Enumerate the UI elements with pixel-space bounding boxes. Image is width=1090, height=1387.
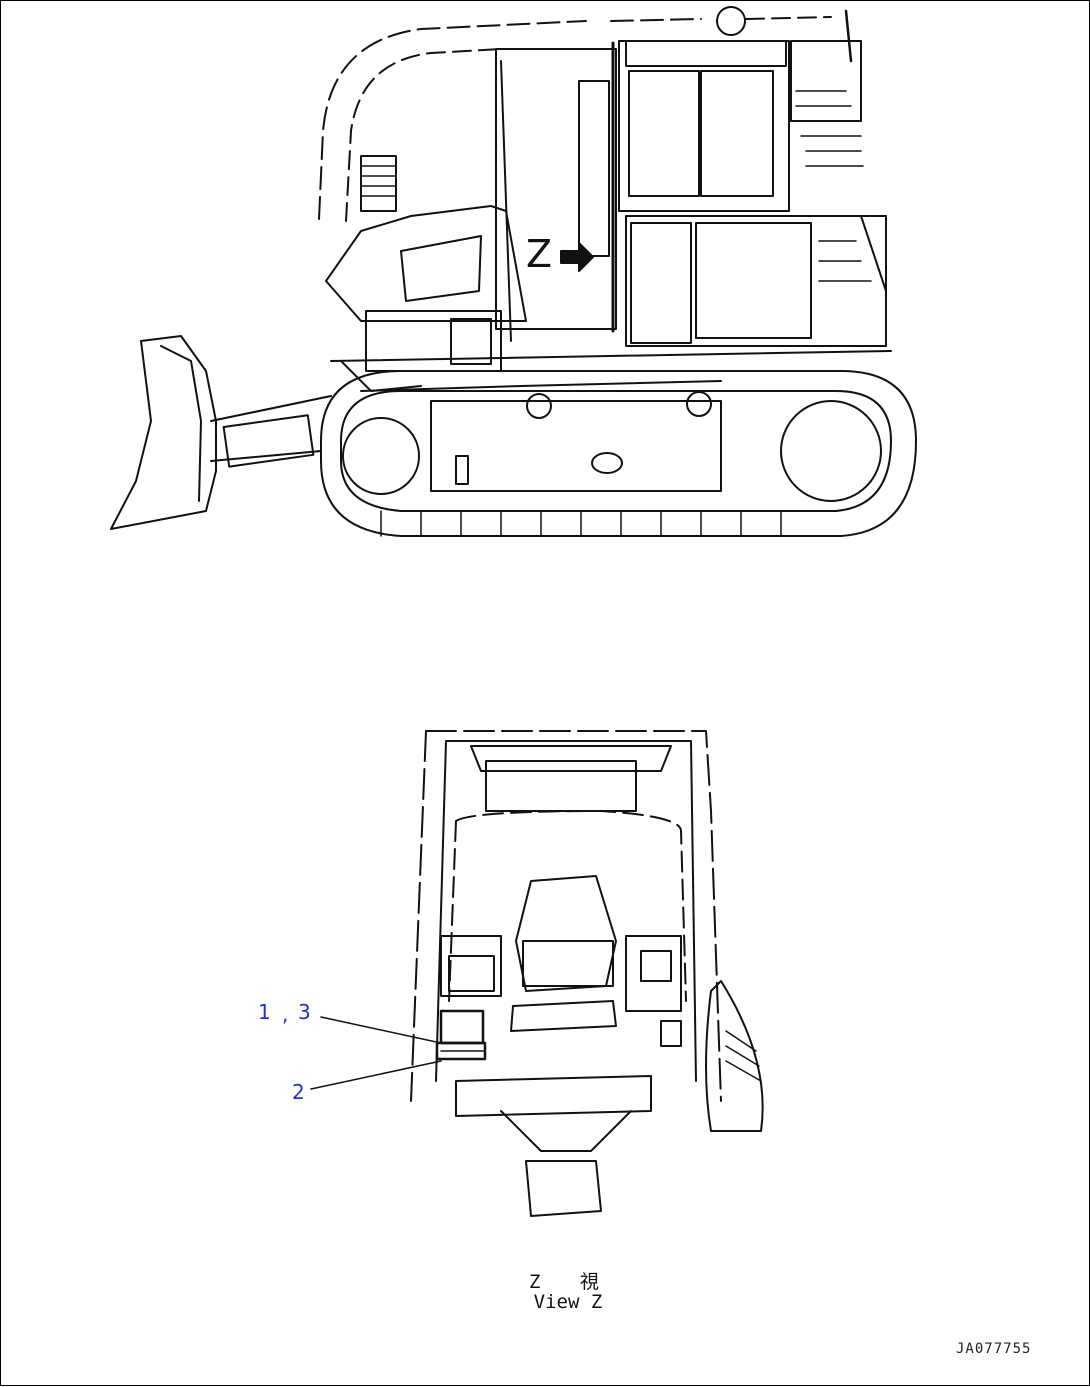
main-frame-rail xyxy=(330,350,892,362)
callout-separator: , xyxy=(282,1002,289,1026)
track-frame-hole xyxy=(591,452,623,474)
roof-unit xyxy=(625,40,787,67)
left-console xyxy=(440,935,502,997)
cab-outer-frame-left xyxy=(410,730,427,1102)
front-fender xyxy=(705,980,764,1132)
side-panel-right xyxy=(695,222,812,339)
lift-cylinder xyxy=(222,414,315,468)
side-panel-left xyxy=(630,222,692,344)
right-fuse xyxy=(660,1020,682,1047)
blade xyxy=(110,335,217,530)
callout-number-1: 1 xyxy=(258,1000,271,1024)
carrier-roller-1 xyxy=(526,393,552,419)
target-part-upper xyxy=(439,1009,485,1045)
view-z-marker: Z xyxy=(526,232,553,276)
view-label-japanese: Z 視 xyxy=(529,1271,613,1293)
sprocket xyxy=(780,400,882,502)
left-control-box xyxy=(448,955,495,992)
pedal-housing xyxy=(525,1160,602,1217)
top-phantom xyxy=(745,16,832,20)
cab-frame xyxy=(495,48,617,330)
floor-lines xyxy=(500,1110,632,1152)
rear-window-left xyxy=(628,70,700,197)
carrier-roller-2 xyxy=(686,391,712,417)
blade-edge xyxy=(160,345,202,502)
view-z-arrow xyxy=(560,242,594,272)
exhaust-pipe xyxy=(844,9,853,63)
rear-window-frame xyxy=(485,760,637,812)
battery-cover xyxy=(450,318,492,365)
rear-panel xyxy=(470,745,672,772)
callout-number-3: 3 xyxy=(298,1000,311,1024)
cab-outer-frame xyxy=(425,730,722,1102)
callout-number-2: 2 xyxy=(292,1080,305,1104)
cab-door-window xyxy=(578,80,610,257)
air-intake xyxy=(716,6,746,36)
rear-window-right xyxy=(700,70,774,197)
leader-1-3 xyxy=(320,1016,442,1044)
rops-phantom-outline xyxy=(318,18,702,220)
roller-guard xyxy=(455,455,469,485)
track-inner xyxy=(340,390,892,512)
engine-compartment xyxy=(625,215,887,347)
floor-outline xyxy=(448,810,687,1002)
right-console xyxy=(625,935,682,1012)
track-frame xyxy=(430,400,722,492)
front-hood xyxy=(325,205,527,322)
seat-base xyxy=(510,1000,617,1032)
front-dash xyxy=(455,1075,652,1117)
rear-grille xyxy=(795,90,864,167)
rops-inner-phantom xyxy=(345,48,502,222)
precleaner-rings xyxy=(360,165,397,197)
idler xyxy=(342,417,420,495)
view-label-english: View Z xyxy=(533,1291,603,1313)
cab-door-hinge xyxy=(500,60,512,342)
side-view-bulldozer xyxy=(110,6,917,537)
hood-window xyxy=(400,235,482,302)
callout-leaders xyxy=(310,1016,442,1090)
track-shoes xyxy=(380,510,782,537)
cab-inner-frame xyxy=(435,740,697,1082)
track-outer xyxy=(320,370,917,537)
operator-seat-back xyxy=(515,875,617,992)
frame-lower xyxy=(360,380,722,392)
hood-lines xyxy=(818,240,872,282)
operator-seat-cushion xyxy=(522,940,614,987)
push-arm xyxy=(210,395,332,462)
drawing-id: JA077755 xyxy=(956,1341,1032,1357)
leader-2 xyxy=(310,1060,442,1090)
lift-arm-linkage xyxy=(340,360,422,392)
right-control xyxy=(640,950,672,982)
precleaner xyxy=(360,155,397,212)
fender-hatch xyxy=(725,1030,762,1082)
rear-frame xyxy=(810,215,887,347)
view-z-cab xyxy=(410,730,764,1217)
